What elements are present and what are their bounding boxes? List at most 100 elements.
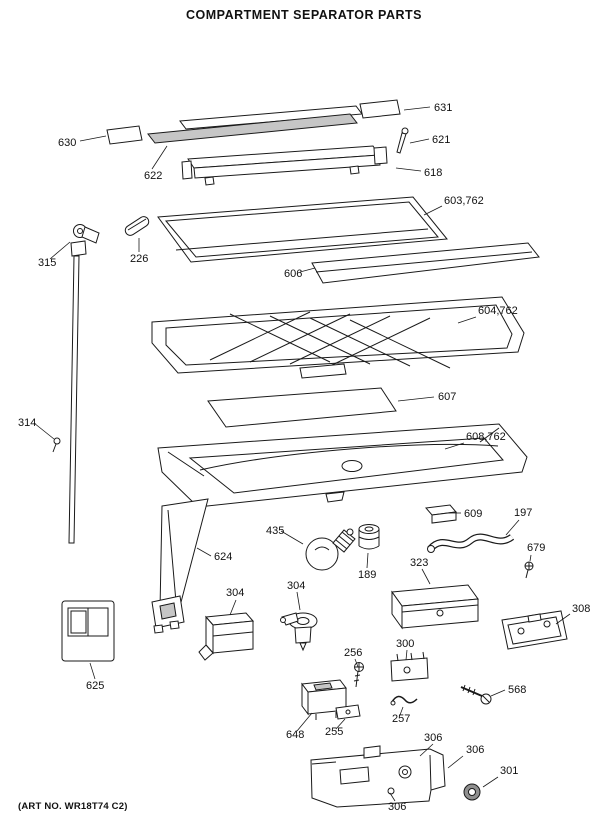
part-631 bbox=[359, 99, 401, 119]
leader-line bbox=[299, 267, 316, 273]
part-308-plate bbox=[501, 610, 568, 650]
leader-line bbox=[335, 718, 346, 730]
part-256-screw bbox=[353, 662, 364, 688]
part-label-255: 255 bbox=[325, 726, 343, 738]
leader-line bbox=[555, 613, 571, 625]
leader-line bbox=[482, 776, 499, 788]
part-label-189: 189 bbox=[358, 569, 376, 581]
leader-line bbox=[490, 689, 506, 697]
leader-line bbox=[79, 135, 107, 142]
part-label-308: 308 bbox=[572, 603, 590, 615]
part-625-housing bbox=[61, 600, 115, 662]
part-226-elbow bbox=[124, 216, 150, 236]
part-label-648: 648 bbox=[286, 729, 304, 741]
part-label-256: 256 bbox=[344, 647, 362, 659]
part-label-435: 435 bbox=[266, 525, 284, 537]
part-label-604-762: 604,762 bbox=[478, 305, 518, 317]
part-label-257: 257 bbox=[392, 713, 410, 725]
part-label-197: 197 bbox=[514, 507, 532, 519]
callout-labels: 631 630 621 622 618 603,762 315 226 606 … bbox=[18, 102, 590, 813]
leader-line bbox=[89, 662, 96, 680]
part-label-622: 622 bbox=[144, 170, 162, 182]
part-609-clip bbox=[425, 504, 457, 524]
leader-line bbox=[296, 712, 313, 732]
leader-line bbox=[296, 591, 301, 611]
part-189-socket bbox=[358, 524, 380, 550]
leader-line bbox=[529, 554, 532, 562]
part-label-315: 315 bbox=[38, 257, 56, 269]
part-435-bulb bbox=[305, 528, 356, 571]
leader-line bbox=[457, 316, 477, 324]
part-300-relay bbox=[390, 651, 429, 682]
part-622-top-strip bbox=[147, 105, 363, 144]
part-606-bar bbox=[311, 242, 540, 284]
leader-line bbox=[421, 568, 431, 585]
part-label-631: 631 bbox=[434, 102, 452, 114]
part-label-314: 314 bbox=[18, 417, 36, 429]
part-label-306-c: 306 bbox=[388, 801, 406, 813]
leader-line bbox=[423, 205, 443, 216]
part-301-grommet bbox=[463, 783, 481, 801]
leader-line bbox=[505, 519, 520, 536]
part-label-607: 607 bbox=[438, 391, 456, 403]
part-255-terminal bbox=[335, 704, 361, 720]
part-197-strap bbox=[427, 533, 515, 553]
part-618-bar bbox=[181, 145, 388, 186]
part-304-knob bbox=[280, 612, 318, 652]
part-label-630: 630 bbox=[58, 137, 76, 149]
leader-line bbox=[49, 241, 71, 260]
part-label-618: 618 bbox=[424, 167, 442, 179]
part-label-304-a: 304 bbox=[226, 587, 244, 599]
leader-line bbox=[405, 649, 408, 661]
part-label-679: 679 bbox=[527, 542, 545, 554]
part-607-gasket-mesh bbox=[207, 387, 397, 428]
leader-line bbox=[354, 658, 359, 668]
leader-line bbox=[33, 422, 55, 440]
leader-line bbox=[444, 442, 465, 450]
part-label-301: 301 bbox=[500, 765, 518, 777]
part-label-568: 568 bbox=[508, 684, 526, 696]
part-306-bracket bbox=[310, 745, 446, 808]
part-label-323: 323 bbox=[410, 557, 428, 569]
leader-line bbox=[151, 145, 168, 170]
page-title: COMPARTMENT SEPARATOR PARTS bbox=[186, 8, 422, 22]
leader-line bbox=[409, 138, 430, 144]
leader-lines bbox=[33, 106, 571, 802]
part-621-bolt bbox=[396, 127, 409, 154]
part-label-306-b: 306 bbox=[466, 744, 484, 756]
part-315-valve bbox=[68, 224, 100, 544]
part-label-608-762: 608,762 bbox=[466, 431, 506, 443]
leader-line bbox=[389, 792, 396, 802]
part-label-300: 300 bbox=[396, 638, 414, 650]
part-label-606: 606 bbox=[284, 268, 302, 280]
part-label-624: 624 bbox=[214, 551, 232, 563]
art-number: (ART NO. WR18T74 C2) bbox=[18, 801, 128, 812]
leader-line bbox=[447, 755, 464, 769]
part-label-625: 625 bbox=[86, 680, 104, 692]
part-label-621: 621 bbox=[432, 134, 450, 146]
leader-line bbox=[366, 552, 369, 569]
leader-line bbox=[196, 547, 212, 557]
part-257-clip bbox=[390, 695, 418, 706]
part-604-separator-panel bbox=[151, 296, 525, 379]
part-679-screw bbox=[524, 561, 534, 579]
leader-line bbox=[397, 396, 435, 402]
leader-line bbox=[229, 599, 237, 616]
leader-line bbox=[419, 743, 434, 757]
part-624-bracket bbox=[151, 498, 209, 634]
part-608-separator-pan bbox=[157, 423, 528, 508]
part-630 bbox=[106, 125, 143, 145]
part-603-wire-shelf bbox=[157, 196, 448, 263]
part-label-304-b: 304 bbox=[287, 580, 305, 592]
part-314-rod-screw bbox=[52, 437, 61, 453]
leader-line bbox=[395, 167, 422, 172]
part-323-control-box bbox=[391, 584, 479, 630]
part-label-603-762: 603,762 bbox=[444, 195, 484, 207]
part-568-screw bbox=[460, 684, 492, 705]
part-304-box bbox=[198, 612, 255, 661]
part-label-306-a: 306 bbox=[424, 732, 442, 744]
leader-line bbox=[280, 530, 304, 545]
leader-line bbox=[403, 106, 431, 111]
